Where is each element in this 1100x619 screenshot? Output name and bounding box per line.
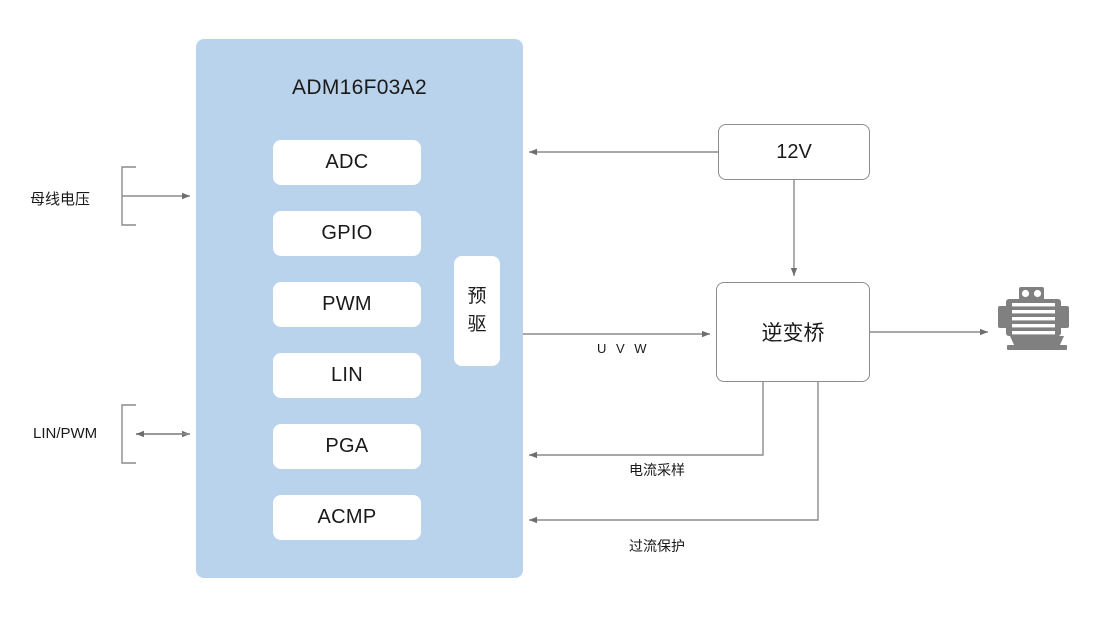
- mcu-block-predriver[interactable]: 预 驱: [454, 256, 500, 366]
- mcu-block-gpio[interactable]: GPIO: [273, 211, 421, 256]
- bus-voltage-label: 母线电压: [30, 191, 91, 208]
- inverter-bridge-box[interactable]: 逆变桥: [716, 282, 870, 382]
- mcu-block-adc[interactable]: ADC: [273, 140, 421, 185]
- lin-pwm-label: LIN/PWM: [33, 425, 98, 442]
- lin-pwm-bracket: [121, 404, 136, 464]
- predriver-label-line2: 驱: [467, 314, 487, 335]
- mcu-block-pga[interactable]: PGA: [273, 424, 421, 469]
- power-supply-box[interactable]: 12V: [718, 124, 870, 180]
- motor-icon: [998, 287, 1069, 350]
- mcu-title: ADM16F03A2: [292, 76, 427, 99]
- predriver-label-line1: 预: [467, 286, 487, 308]
- current-sense-line: [529, 382, 764, 459]
- over-current-label: 过流保护: [629, 538, 685, 554]
- mcu-block-pwm[interactable]: PWM: [273, 282, 421, 327]
- mcu-block-lin[interactable]: LIN: [273, 353, 421, 398]
- mcu-block-acmp[interactable]: ACMP: [273, 495, 421, 540]
- current-sense-label: 电流采样: [629, 462, 685, 478]
- uvw-label: U V W: [597, 341, 650, 356]
- over-current-line: [529, 382, 819, 524]
